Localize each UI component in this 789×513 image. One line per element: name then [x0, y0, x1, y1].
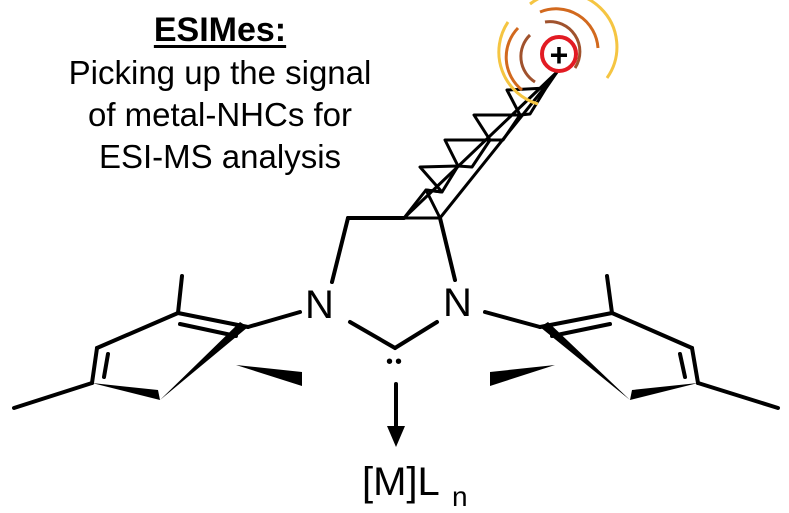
nitrogen-right: N: [443, 281, 472, 325]
bond-n1-mesityl-left: [246, 310, 302, 329]
arrow-head: [387, 426, 405, 447]
mes-left-wedge-front: [92, 383, 160, 400]
signal-ring-inner-top: [544, 20, 582, 69]
mes-left-methyl-top: [176, 274, 184, 315]
mes-left-wedge-back: [160, 322, 248, 400]
signal-rings: [497, 0, 619, 106]
mes-left-methyl-para: [12, 381, 94, 410]
mes-left-methyl-wedge: [236, 365, 302, 386]
mes-left-bond-3: [90, 346, 99, 385]
carbene-lone-pair: ••: [386, 351, 404, 373]
mes-right-methyl-top: [605, 274, 614, 315]
mes-right-inner-1: [550, 322, 612, 338]
mesityl-left: [12, 274, 250, 410]
charge-circle: [540, 35, 578, 73]
tower-zigzag-b: [418, 86, 547, 219]
lattice-tower: [402, 70, 559, 220]
signal-ring-mid-left: [504, 26, 523, 92]
caption-line-2: of metal-NHCs for: [87, 96, 353, 133]
signal-ring-mid-top: [539, 7, 600, 49]
mes-right-wedge-back: [540, 322, 630, 400]
ring-bond-n1-c2: [348, 320, 397, 350]
caption-line-1: Picking up the signal: [68, 54, 372, 91]
mes-left-inner-2: [102, 352, 110, 379]
ring-bond-c4-n1: [330, 216, 350, 284]
mes-left-inner-1: [178, 322, 238, 338]
ring-bond-c2-n3: [393, 320, 439, 350]
caption-line-3: ESI-MS analysis: [98, 138, 342, 175]
mes-left-bond-1: [176, 311, 250, 329]
signal-ring-outer-top: [529, 0, 619, 79]
caption-block: ESIMes: Picking up the signal of metal-N…: [0, 8, 440, 178]
mes-left-bond-2: [95, 311, 180, 350]
mes-right-inner-2: [678, 352, 687, 379]
metal-fragment-label: [M]L: [362, 460, 440, 504]
mes-right-bond-3: [690, 346, 700, 385]
imidazolidine-ring: [330, 216, 457, 350]
charge-tag: +: [540, 35, 578, 73]
mes-right-methyl-para: [696, 381, 780, 410]
mesityl-right: [538, 274, 780, 410]
mes-right-wedge-front: [630, 383, 698, 400]
charge-symbol: +: [550, 37, 569, 73]
mes-right-bond-1: [538, 311, 614, 329]
bond-n3-mesityl-right: [483, 310, 542, 329]
n-aryl-bonds: [246, 310, 542, 329]
signal-ring-inner-left: [519, 33, 536, 84]
metal-fragment-subscript: n: [452, 481, 468, 512]
signal-ring-outer-left: [497, 21, 539, 106]
mes-right-bond-2: [610, 311, 694, 350]
caption-title: ESIMes:: [153, 11, 287, 49]
nitrogen-left: N: [305, 283, 334, 327]
ring-bond-c5-n3: [438, 216, 457, 282]
mes-right-methyl-wedge: [490, 365, 555, 386]
tower-outline: [402, 70, 559, 220]
